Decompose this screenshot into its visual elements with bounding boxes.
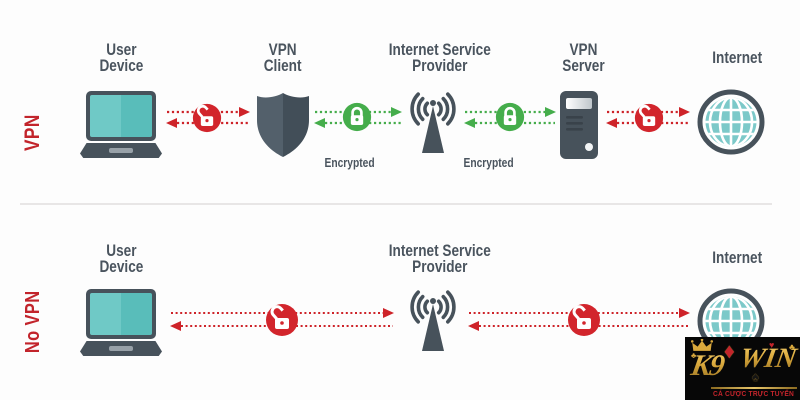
internet-label-top: Internet bbox=[712, 48, 762, 67]
closed-padlock-icon bbox=[495, 102, 525, 132]
crown-icon bbox=[690, 339, 714, 351]
encrypted-caption-2: Encrypted bbox=[463, 156, 515, 170]
closed-padlock-icon bbox=[342, 102, 372, 132]
globe-icon bbox=[697, 288, 765, 354]
shield-icon bbox=[257, 93, 309, 157]
encrypted-caption-1: Encrypted bbox=[324, 156, 376, 170]
no-vpn-row-label: No VPN bbox=[22, 290, 44, 354]
k9win-watermark: ♣ K9 ♦ WIN ♥ ♣ ♠ CÁ CƯỢC TRỰC TUYẾN bbox=[685, 337, 800, 400]
globe-icon bbox=[697, 89, 765, 155]
heart-suit-icon: ♥ bbox=[769, 340, 775, 350]
diamond-suit-icon: ♦ bbox=[724, 340, 735, 363]
insecure-link-arrows bbox=[468, 308, 690, 331]
server-icon bbox=[560, 91, 598, 159]
vpn-row-label: VPN bbox=[21, 114, 44, 152]
club-suit-icon: ♣ bbox=[789, 342, 795, 352]
watermark-tagline: CÁ CƯỢC TRỰC TUYẾN bbox=[712, 391, 795, 398]
spade-suit-icon: ♠ bbox=[752, 369, 759, 384]
club-suit-icon: ♣ bbox=[691, 352, 696, 360]
internet-label-bottom: Internet bbox=[712, 248, 762, 267]
open-padlock-icon bbox=[568, 304, 600, 336]
encrypted-link-arrows bbox=[314, 107, 402, 128]
gold-divider bbox=[711, 387, 797, 389]
antenna-icon bbox=[410, 290, 456, 351]
row-divider bbox=[20, 203, 772, 205]
laptop-icon bbox=[80, 91, 162, 158]
laptop-icon bbox=[80, 289, 162, 356]
open-padlock-icon bbox=[266, 304, 298, 336]
open-padlock-icon bbox=[192, 103, 222, 133]
open-padlock-icon bbox=[634, 103, 664, 133]
antenna-icon bbox=[410, 92, 456, 153]
